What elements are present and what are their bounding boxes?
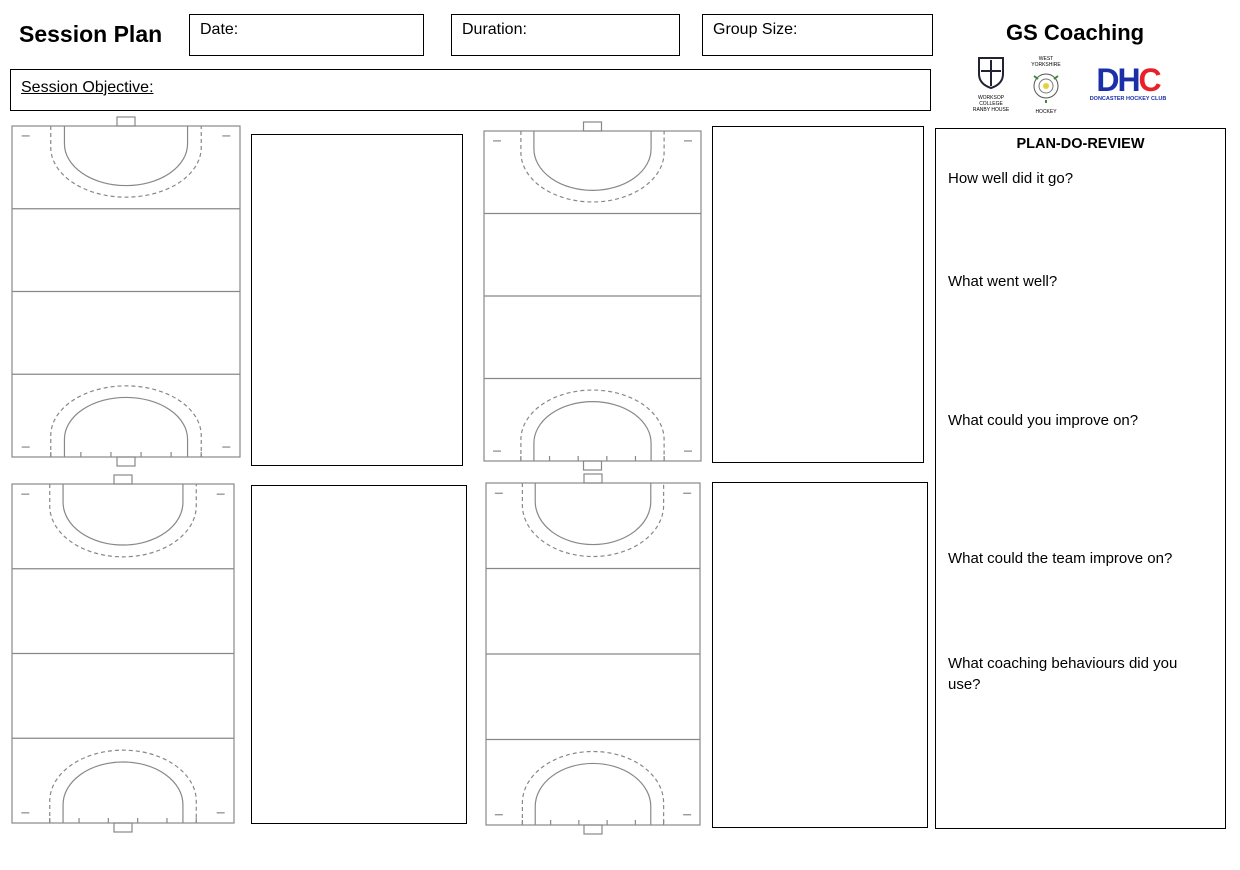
goal-top [116,116,136,127]
shooting-circle-bottom [534,762,652,825]
dashed-circle-top [50,126,202,198]
review-title: PLAN-DO-REVIEW [1016,136,1145,152]
review-question: What coaching behaviours did you use? [948,655,1178,693]
goal-top [583,473,603,484]
goal-top [113,474,133,485]
goal-bottom [582,460,603,471]
pitch-diagram-3[interactable] [11,474,235,833]
shooting-circle-top [533,131,652,191]
shooting-circle-top [534,483,652,546]
brand-title: GS Coaching [1006,20,1145,45]
pitch-diagram-4[interactable] [485,473,701,835]
review-question: What could the team improve on? [948,550,1173,567]
session-objective-label: Session Objective: [21,79,154,96]
review-question: How well did it go? [948,170,1074,187]
shooting-circle-top [62,484,184,546]
wy-text-bottom: HOCKEY [1035,109,1057,115]
notes-box-3[interactable] [251,485,467,824]
pitch-diagram-1[interactable] [11,116,241,467]
pitch-diagram-2[interactable] [483,121,702,471]
review-question: What could you improve on? [948,412,1139,429]
dhc-letters: DHC [1096,62,1161,98]
duration-label: Duration: [462,21,527,38]
notes-box-4[interactable] [712,482,928,828]
date-field[interactable]: Date: [189,14,424,56]
review-question: What went well? [948,273,1058,290]
page-title: Session Plan [19,21,163,47]
dashed-circle-bottom [521,750,665,825]
date-label: Date: [200,21,239,38]
plan-do-review-panel: PLAN-DO-REVIEW How well did it go? What … [935,128,1226,829]
shooting-circle-top [63,126,189,187]
group-size-label: Group Size: [713,21,798,38]
dashed-circle-top [521,483,665,558]
notes-box-2[interactable] [712,126,924,463]
shooting-circle-bottom [533,401,652,461]
doncaster-hockey-club-logo: DHC DONCASTER HOCKEY CLUB [1086,64,1170,104]
group-size-field[interactable]: Group Size: [702,14,933,56]
goal-top [582,121,603,132]
session-objective-field[interactable]: Session Objective: [10,69,931,111]
dashed-circle-bottom [50,385,202,457]
dashed-circle-top [49,484,197,558]
goal-bottom [116,456,136,467]
dashed-circle-top [520,131,665,203]
rose-icon [1033,73,1059,103]
dashed-circle-bottom [520,389,665,461]
shooting-circle-bottom [62,761,184,823]
dhc-caption: DONCASTER HOCKEY CLUB [1089,96,1167,102]
notes-box-1[interactable] [251,134,463,466]
goal-bottom [113,822,133,833]
west-yorkshire-hockey-logo: WEST YORKSHIRE HOCKEY [1024,56,1068,115]
shooting-circle-bottom [63,396,189,457]
duration-field[interactable]: Duration: [451,14,680,56]
dashed-circle-bottom [49,749,197,823]
goal-bottom [583,824,603,835]
wy-text-top: WEST YORKSHIRE [1031,56,1061,68]
